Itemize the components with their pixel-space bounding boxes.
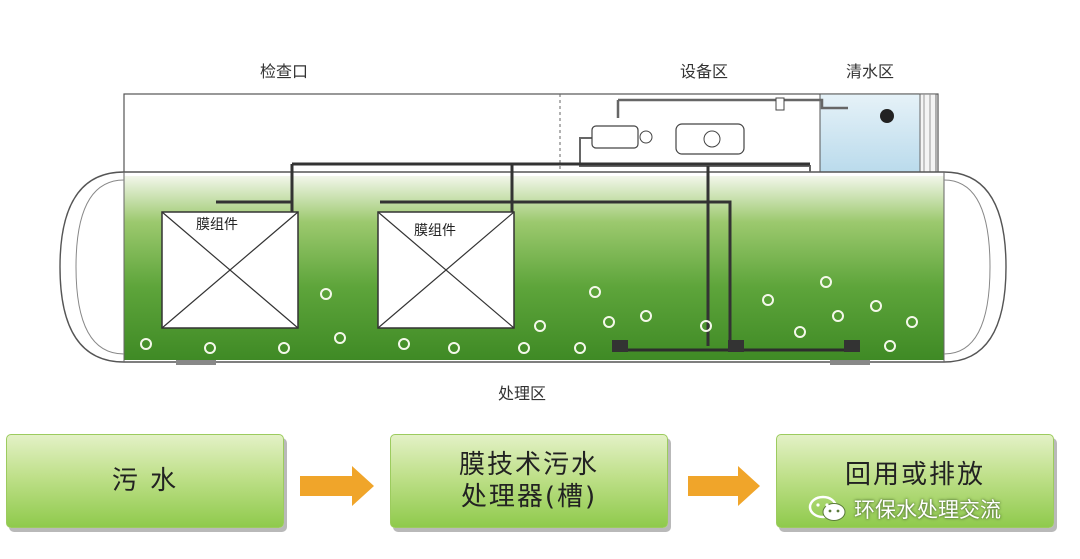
flow-box-reuse: 回用或排放 [776,434,1054,528]
membrane-module-2 [377,211,515,329]
flow-arrow-2 [688,466,760,506]
membrane-module-1-label: 膜组件 [196,217,238,233]
membrane-module-2-label: 膜组件 [414,223,456,239]
watermark-text: 环保水处理交流 [854,498,1001,522]
upper-housing [123,93,939,181]
membrane-module-1 [161,211,299,329]
pipe-manifold [216,162,810,340]
pipe-top [616,98,848,118]
water-outlet-icon [880,109,894,123]
clean-water-zone [819,93,921,179]
flow-box-sewage: 污 水 [6,434,284,528]
diffuser [612,340,628,352]
air-bubbles [140,276,918,354]
flow-step-sewage: 污 水 [111,466,179,496]
flow-step-treatment-line1: 膜技术污水 [458,450,599,480]
flow-box-treatment: 膜技术污水 处理器(槽) [390,434,668,528]
inspection-port-label: 检查口 [260,62,309,81]
flow-step-reuse: 回用或排放 [844,460,985,490]
equipment-zone-label: 设备区 [680,62,729,81]
diffuser [728,340,744,352]
pump-icon [591,125,639,149]
pipe-equipment [579,137,811,172]
tank-diagram [59,93,1007,365]
flow-step-treatment-line2: 处理器(槽) [460,482,598,512]
support-foot [176,360,216,365]
treatment-zone-label: 处理区 [498,384,547,403]
watermark: 环保水处理交流 [808,494,1001,524]
diffuser [844,340,860,352]
wechat-icon [808,495,846,521]
vent-pipe [919,93,937,181]
flow-arrow-1 [300,466,374,506]
clean-water-zone-label: 清水区 [846,62,895,81]
support-foot [830,360,870,365]
